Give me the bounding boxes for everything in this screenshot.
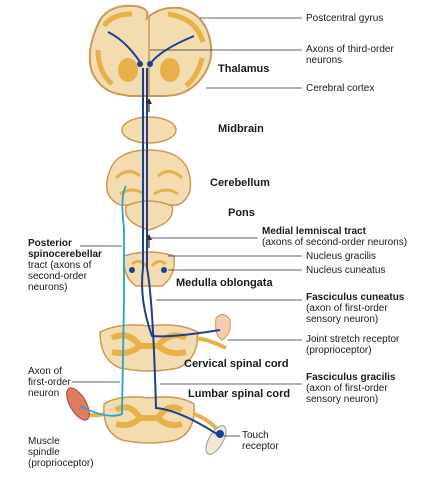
label-ml-line1: Medial lemniscal tract: [262, 226, 366, 237]
label-axons-third-order-line1: Axons of third-order: [306, 44, 394, 55]
label-thalamus: Thalamus: [218, 63, 270, 75]
label-fasciculus-gracilis: Fasciculus gracilis (axon of first-order…: [306, 372, 396, 405]
label-psc-line4: second-order: [28, 271, 87, 282]
label-touch-receptor: Touch receptor: [242, 430, 279, 452]
label-posterior-spinocerebellar: Posterior spinocerebellar tract (axons o…: [28, 238, 102, 293]
muscle-spindle: [66, 387, 90, 421]
label-postcentral-gyrus: Postcentral gyrus: [306, 13, 384, 24]
label-medial-lemniscal: Medial lemniscal tract (axons of second-…: [262, 226, 407, 248]
label-jsr-line1: Joint stretch receptor: [306, 334, 400, 345]
label-joint-stretch-receptor: Joint stretch receptor (proprioceptor): [306, 334, 399, 356]
cerebellum-section: [105, 149, 192, 206]
label-afo-line3: neuron: [28, 388, 60, 399]
label-fc-line1: Fasciculus cuneatus: [306, 292, 405, 303]
label-tr-line1: Touch: [242, 430, 269, 441]
label-muscle-spindle: Muscle spindle (proprioceptor): [28, 436, 94, 469]
label-midbrain: Midbrain: [218, 123, 264, 135]
label-ms-line2: spindle: [28, 447, 60, 458]
label-axon-first-order: Axon of first-order neuron: [28, 366, 71, 399]
label-fc-line3: sensory neuron): [306, 314, 379, 325]
label-axons-third-order-line2: neurons: [306, 55, 343, 66]
label-pons: Pons: [228, 207, 255, 219]
spinocerebellar-tract-line: [79, 185, 127, 417]
medulla-section: [123, 251, 175, 287]
cerebrum-section: [88, 4, 213, 97]
label-ml-line2: (axons of second-order neurons): [262, 237, 408, 248]
touch-receptor: [205, 425, 227, 455]
label-cerebral-cortex: Cerebral cortex: [306, 83, 375, 94]
label-psc-line1: Posterior: [28, 238, 72, 249]
fasciculus-tracts: [129, 267, 221, 437]
label-nucleus-gracilis: Nucleus gracilis: [306, 251, 377, 262]
label-psc-line5: neurons): [28, 282, 68, 293]
pons-section: [124, 200, 174, 231]
label-ms-line3: (proprioceptor): [28, 458, 94, 469]
label-cervical-spinal-cord: Cervical spinal cord: [184, 358, 289, 370]
label-fg-line3: sensory neuron): [306, 394, 379, 405]
midbrain-section: [121, 116, 177, 144]
label-ms-line1: Muscle: [28, 436, 60, 447]
label-psc-line2: spinocerebellar: [28, 249, 102, 260]
label-nucleus-cuneatus: Nucleus cuneatus: [306, 265, 386, 276]
ascending-arrow: [146, 98, 152, 248]
leader-lines: [72, 17, 302, 437]
label-afo-line2: first-order: [28, 377, 71, 388]
label-cerebellum: Cerebellum: [210, 177, 270, 189]
label-afo-line1: Axon of: [28, 366, 62, 377]
label-fasciculus-cuneatus: Fasciculus cuneatus (axon of first-order…: [306, 292, 404, 325]
label-fc-line2: (axon of first-order: [306, 303, 388, 314]
label-axons-third-order: Axons of third-order neurons: [306, 44, 394, 66]
label-lumbar-spinal-cord: Lumbar spinal cord: [188, 388, 291, 400]
label-psc-line3: tract (axons of: [28, 260, 92, 271]
label-tr-line2: receptor: [242, 441, 279, 452]
label-fg-line1: Fasciculus gracilis: [306, 372, 396, 383]
label-fg-line2: (axon of first-order: [306, 383, 388, 394]
lumbar-spinal-cord-section: [78, 396, 218, 444]
joint-stretch-receptor: [215, 314, 231, 341]
label-medulla-oblongata: Medulla oblongata: [176, 277, 273, 289]
medial-lemniscal-tract-line: [142, 68, 148, 268]
label-jsr-line2: (proprioceptor): [306, 345, 372, 356]
